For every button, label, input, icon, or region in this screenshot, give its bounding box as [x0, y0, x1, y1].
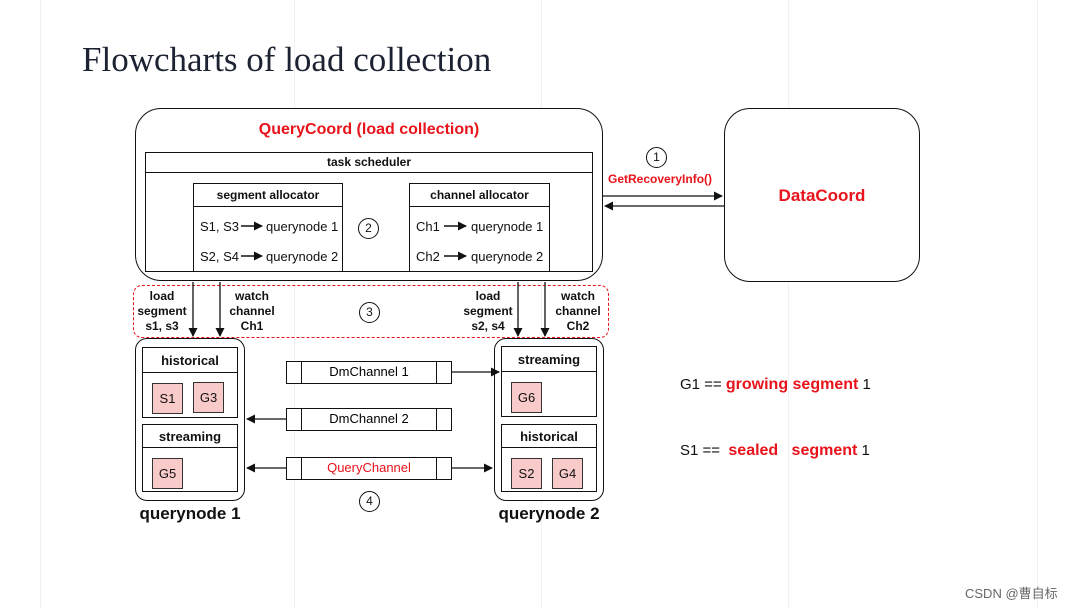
legend-growing: G1 == growing segment 1	[680, 376, 871, 394]
step-3-circle: 3	[359, 302, 380, 323]
bg-stripe	[294, 0, 295, 608]
bg-stripe	[541, 0, 542, 608]
querynode1-streaming-header	[142, 424, 238, 448]
channel-alloc-row1-right: querynode 1	[471, 219, 544, 234]
segment-g6: G6	[511, 382, 542, 413]
querynode2-name: querynode 2	[498, 504, 600, 523]
querychannel-label: QueryChannel	[327, 460, 411, 475]
segment-s1: S1	[152, 383, 183, 414]
querycoord-title: QueryCoord (load collection)	[258, 121, 480, 138]
step-1-circle: 1	[646, 147, 667, 168]
querynode2-streaming-header	[501, 346, 597, 372]
page-title: Flowcharts of load collection	[82, 40, 492, 79]
queue-cap	[287, 458, 302, 479]
bg-stripe	[40, 0, 41, 608]
segment-allocator-title: segment allocator	[216, 188, 320, 202]
segment-alloc-row2-right: querynode 2	[266, 249, 339, 264]
legend-growing-term: growing segment	[725, 376, 859, 393]
bg-stripe	[788, 0, 789, 608]
left-watch-channel-label: watch channel Ch1	[222, 289, 282, 334]
watch-dm-channel-region	[133, 285, 609, 338]
queue-cap	[436, 409, 451, 430]
datacoord-title: DataCoord	[778, 186, 866, 205]
queue-cap	[436, 362, 451, 383]
channel-alloc-row2-left: Ch2	[416, 249, 440, 264]
legend-sealed-prefix: S1 ==	[680, 442, 721, 459]
task-scheduler-label: task scheduler	[326, 155, 412, 169]
label-line: load	[149, 289, 175, 303]
label-line: channel	[555, 304, 601, 318]
label-line: watch	[560, 289, 595, 303]
segment-alloc-row2-left: S2, S4	[200, 249, 240, 264]
step-2-circle: 2	[358, 218, 379, 239]
legend-growing-prefix: G1 ==	[680, 376, 722, 393]
label-line: Ch1	[240, 319, 264, 333]
querynode2-streaming-title: streaming	[517, 352, 581, 367]
get-recovery-info-label: GetRecoveryInfo()	[608, 172, 713, 186]
dmchannel2-queue: DmChannel 2	[286, 408, 452, 431]
querynode1-historical-header	[142, 347, 238, 373]
label-line: segment	[463, 304, 513, 318]
channel-allocator-header	[409, 183, 550, 207]
queue-cap	[436, 458, 451, 479]
querynode2-historical-title: historical	[520, 429, 578, 444]
legend-sealed: S1 == sealed segment 1	[680, 442, 870, 460]
queue-cap	[287, 409, 302, 430]
segment-g3: G3	[193, 382, 224, 413]
segment-s2: S2	[511, 458, 542, 489]
segment-alloc-row1-left: S1, S3	[200, 219, 240, 234]
csdn-watermark: CSDN @曹自标	[965, 586, 1058, 601]
querynode1-historical-title: historical	[161, 353, 219, 368]
legend-growing-suffix: 1	[862, 376, 871, 393]
channel-alloc-row2-right: querynode 2	[471, 249, 544, 264]
task-scheduler-header	[145, 152, 593, 173]
label-line: s2, s4	[471, 319, 505, 333]
querynode1-name: querynode 1	[139, 504, 241, 523]
querychannel-queue: QueryChannel	[286, 457, 452, 480]
label-line: Ch2	[566, 319, 590, 333]
segment-g4: G4	[552, 458, 583, 489]
datacoord-box	[724, 108, 920, 282]
label-line: load	[475, 289, 501, 303]
channel-allocator-title: channel allocator	[430, 188, 529, 202]
legend-sealed-term: sealed segment	[728, 442, 858, 459]
segment-allocator-header	[193, 183, 343, 207]
bg-stripe	[1037, 0, 1038, 608]
label-line: s1, s3	[145, 319, 179, 333]
querynode1-streaming-title: streaming	[158, 429, 222, 444]
right-watch-channel-label: watch channel Ch2	[548, 289, 608, 334]
right-load-segment-label: load segment s2, s4	[458, 289, 518, 334]
dmchannel1-queue: DmChannel 1	[286, 361, 452, 384]
label-line: watch	[234, 289, 269, 303]
step-4-circle: 4	[359, 491, 380, 512]
querynode2-historical-header	[501, 424, 597, 448]
legend-sealed-suffix: 1	[861, 442, 870, 459]
segment-g5: G5	[152, 458, 183, 489]
segment-alloc-row1-right: querynode 1	[266, 219, 339, 234]
channel-alloc-row1-left: Ch1	[416, 219, 440, 234]
dmchannel1-label: DmChannel 1	[329, 364, 409, 379]
left-load-segment-label: load segment s1, s3	[132, 289, 192, 334]
queue-cap	[287, 362, 302, 383]
label-line: channel	[229, 304, 275, 318]
label-line: segment	[137, 304, 187, 318]
dmchannel2-label: DmChannel 2	[329, 411, 409, 426]
